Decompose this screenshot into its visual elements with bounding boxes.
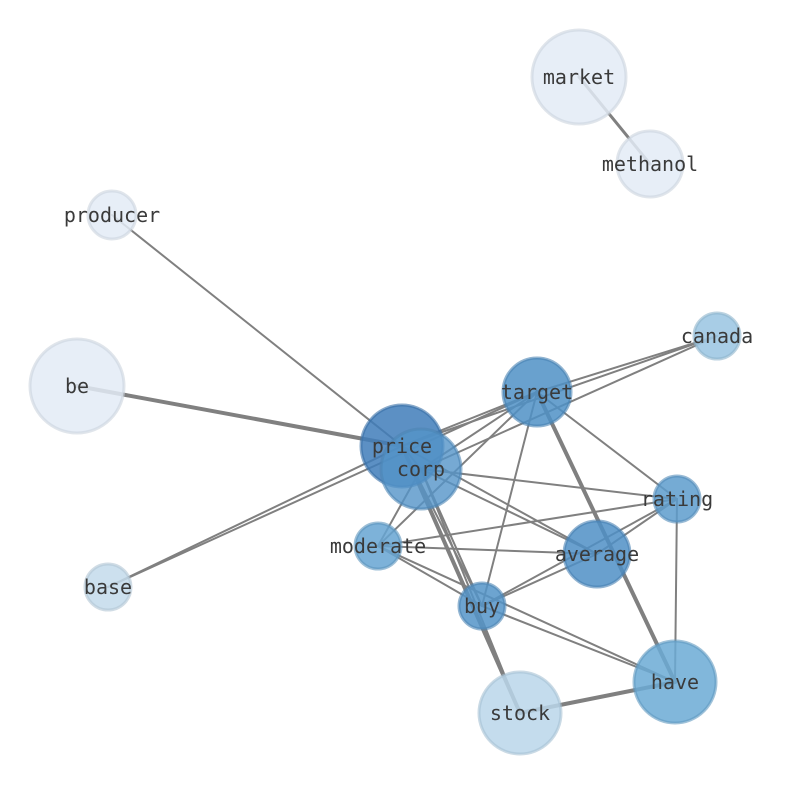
edge-corp-rating xyxy=(420,468,678,500)
edge-target-base xyxy=(107,391,538,588)
node-methanol[interactable] xyxy=(615,129,685,199)
edge-moderate-average xyxy=(377,545,598,555)
node-corp[interactable] xyxy=(379,427,463,511)
node-label-price: price xyxy=(372,434,432,458)
node-moderate[interactable] xyxy=(353,521,403,571)
node-canada[interactable] xyxy=(692,311,742,361)
node-label-moderate: moderate xyxy=(330,534,426,558)
node-label-average: average xyxy=(555,542,639,566)
edge-target-buy xyxy=(481,391,538,607)
node-layer xyxy=(28,28,742,756)
edge-moderate-have xyxy=(377,545,676,683)
node-be[interactable] xyxy=(28,337,126,435)
label-layer: market methanol producer canada target be pric… xyxy=(64,65,753,725)
node-buy[interactable] xyxy=(457,581,507,631)
edge-rating-moderate xyxy=(377,498,678,547)
node-have[interactable] xyxy=(632,639,718,725)
node-average[interactable] xyxy=(562,519,632,589)
edge-layer xyxy=(75,75,718,715)
node-base[interactable] xyxy=(83,562,133,612)
node-producer[interactable] xyxy=(86,189,138,241)
node-label-canada: canada xyxy=(681,324,753,348)
edge-producer-price xyxy=(111,214,403,447)
node-target[interactable] xyxy=(501,356,573,428)
edge-be-price xyxy=(75,384,404,448)
node-label-target: target xyxy=(501,380,573,404)
node-label-corp: corp xyxy=(397,457,445,481)
node-label-producer: producer xyxy=(64,203,160,227)
node-label-market: market xyxy=(543,65,615,89)
edge-price-base xyxy=(107,445,403,588)
node-label-base: base xyxy=(84,575,132,599)
node-label-stock: stock xyxy=(490,701,550,725)
node-label-buy: buy xyxy=(464,594,500,618)
node-rating[interactable] xyxy=(652,474,702,524)
node-label-be: be xyxy=(65,374,89,398)
node-label-rating: rating xyxy=(641,487,713,511)
node-market[interactable] xyxy=(530,28,628,126)
node-label-have: have xyxy=(651,670,699,694)
node-stock[interactable] xyxy=(477,670,563,756)
node-label-methanol: methanol xyxy=(602,152,698,176)
